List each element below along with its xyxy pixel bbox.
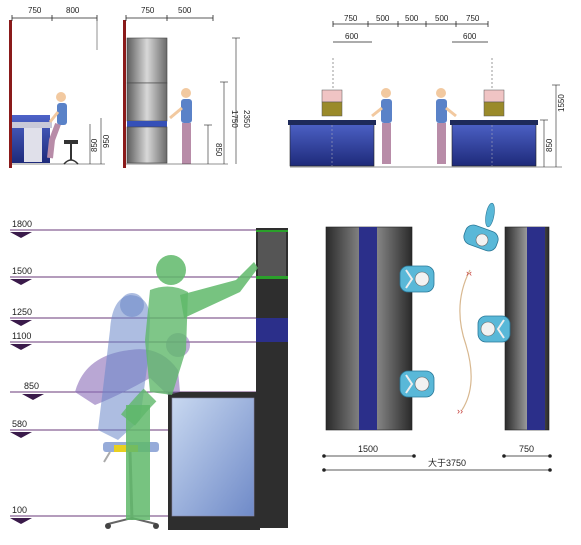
figure-standing-head [156,255,186,285]
stool-seat [64,140,78,144]
dim-850-b: 850 [214,143,223,157]
person-shirt [57,103,67,125]
dim-750-c1: 750 [344,14,358,23]
figure-standing-legs [126,405,150,520]
person-1-shirt [381,99,392,123]
footprints-top: ›‹ [466,268,472,278]
level-1250: 1250 [12,307,32,317]
counter-edge [127,121,167,127]
figure-standing-arm [180,262,258,318]
dim-850-c: 850 [545,138,554,152]
dim-750-b: 750 [141,6,155,15]
dim-total: 大于3750 [428,457,466,468]
panel-c-island-counter: 750 500 500 500 750 600 600 [288,14,566,168]
hood-left [321,89,343,103]
dim-850-a: 850 [90,138,99,152]
level-850: 850 [24,381,39,391]
cabinet-band [256,318,288,342]
level-1100: 1100 [12,331,31,341]
dim-600-left: 600 [345,32,359,41]
person-legs [47,122,61,159]
plan-person-3 [477,315,511,343]
panel-e-plan-view: ›‹ ›› 1500 750 大于3750 [322,202,552,472]
dim-1500: 1500 [358,444,378,454]
dim-1750: 1750 [230,110,239,128]
person-head [181,88,191,98]
dim-750-e: 750 [519,444,534,454]
person-head [56,92,66,102]
desk-top [12,122,52,128]
cabinet-front [171,397,255,517]
dim-1550: 1550 [557,94,566,112]
plan-person-2 [399,370,435,398]
panel-d-reach-levels: 1800 1500 1250 1100 850 580 100 [10,219,288,530]
desk-gap [24,128,42,162]
person-shirt [181,99,192,123]
plan-counter-right-band [527,227,545,430]
upper-cabinet [126,37,168,84]
footprints-bottom: ›› [457,406,463,416]
wall-edge [123,20,126,168]
level-580: 580 [12,419,27,429]
middle-cabinet [126,82,168,122]
walking-path [459,269,472,411]
dim-750-c2: 750 [466,14,480,23]
dim-800: 800 [66,6,80,15]
dim-500-c1: 500 [376,14,390,23]
level-1800: 1800 [12,219,32,229]
plan-person-1 [399,265,435,293]
dim-500-c3: 500 [435,14,449,23]
counter-right [451,121,537,167]
dim-500-c2: 500 [405,14,419,23]
person-legs [182,123,191,164]
level-100: 100 [12,505,27,515]
plan-person-walking [463,202,499,252]
dim-600-right: 600 [463,32,477,41]
plan-counter-left-band [359,227,377,430]
counter-left-top [288,120,376,125]
person-2-shirt [436,99,447,123]
panel-b-tall-cabinet: 750 500 2350 1750 850 [123,6,251,168]
dim-2350: 2350 [242,110,251,128]
panel-a-seated-desk: 750 800 950 850 [9,6,111,168]
figure-standing-torso [145,286,188,395]
counter-left [289,121,375,167]
level-1500: 1500 [12,266,32,276]
wall-edge [9,20,12,168]
dim-950: 950 [102,134,111,148]
base-cabinet [126,126,168,164]
dim-500-b: 500 [178,6,192,15]
hood-right [483,89,505,103]
counter-right-top [450,120,538,125]
dim-750: 750 [28,6,42,15]
